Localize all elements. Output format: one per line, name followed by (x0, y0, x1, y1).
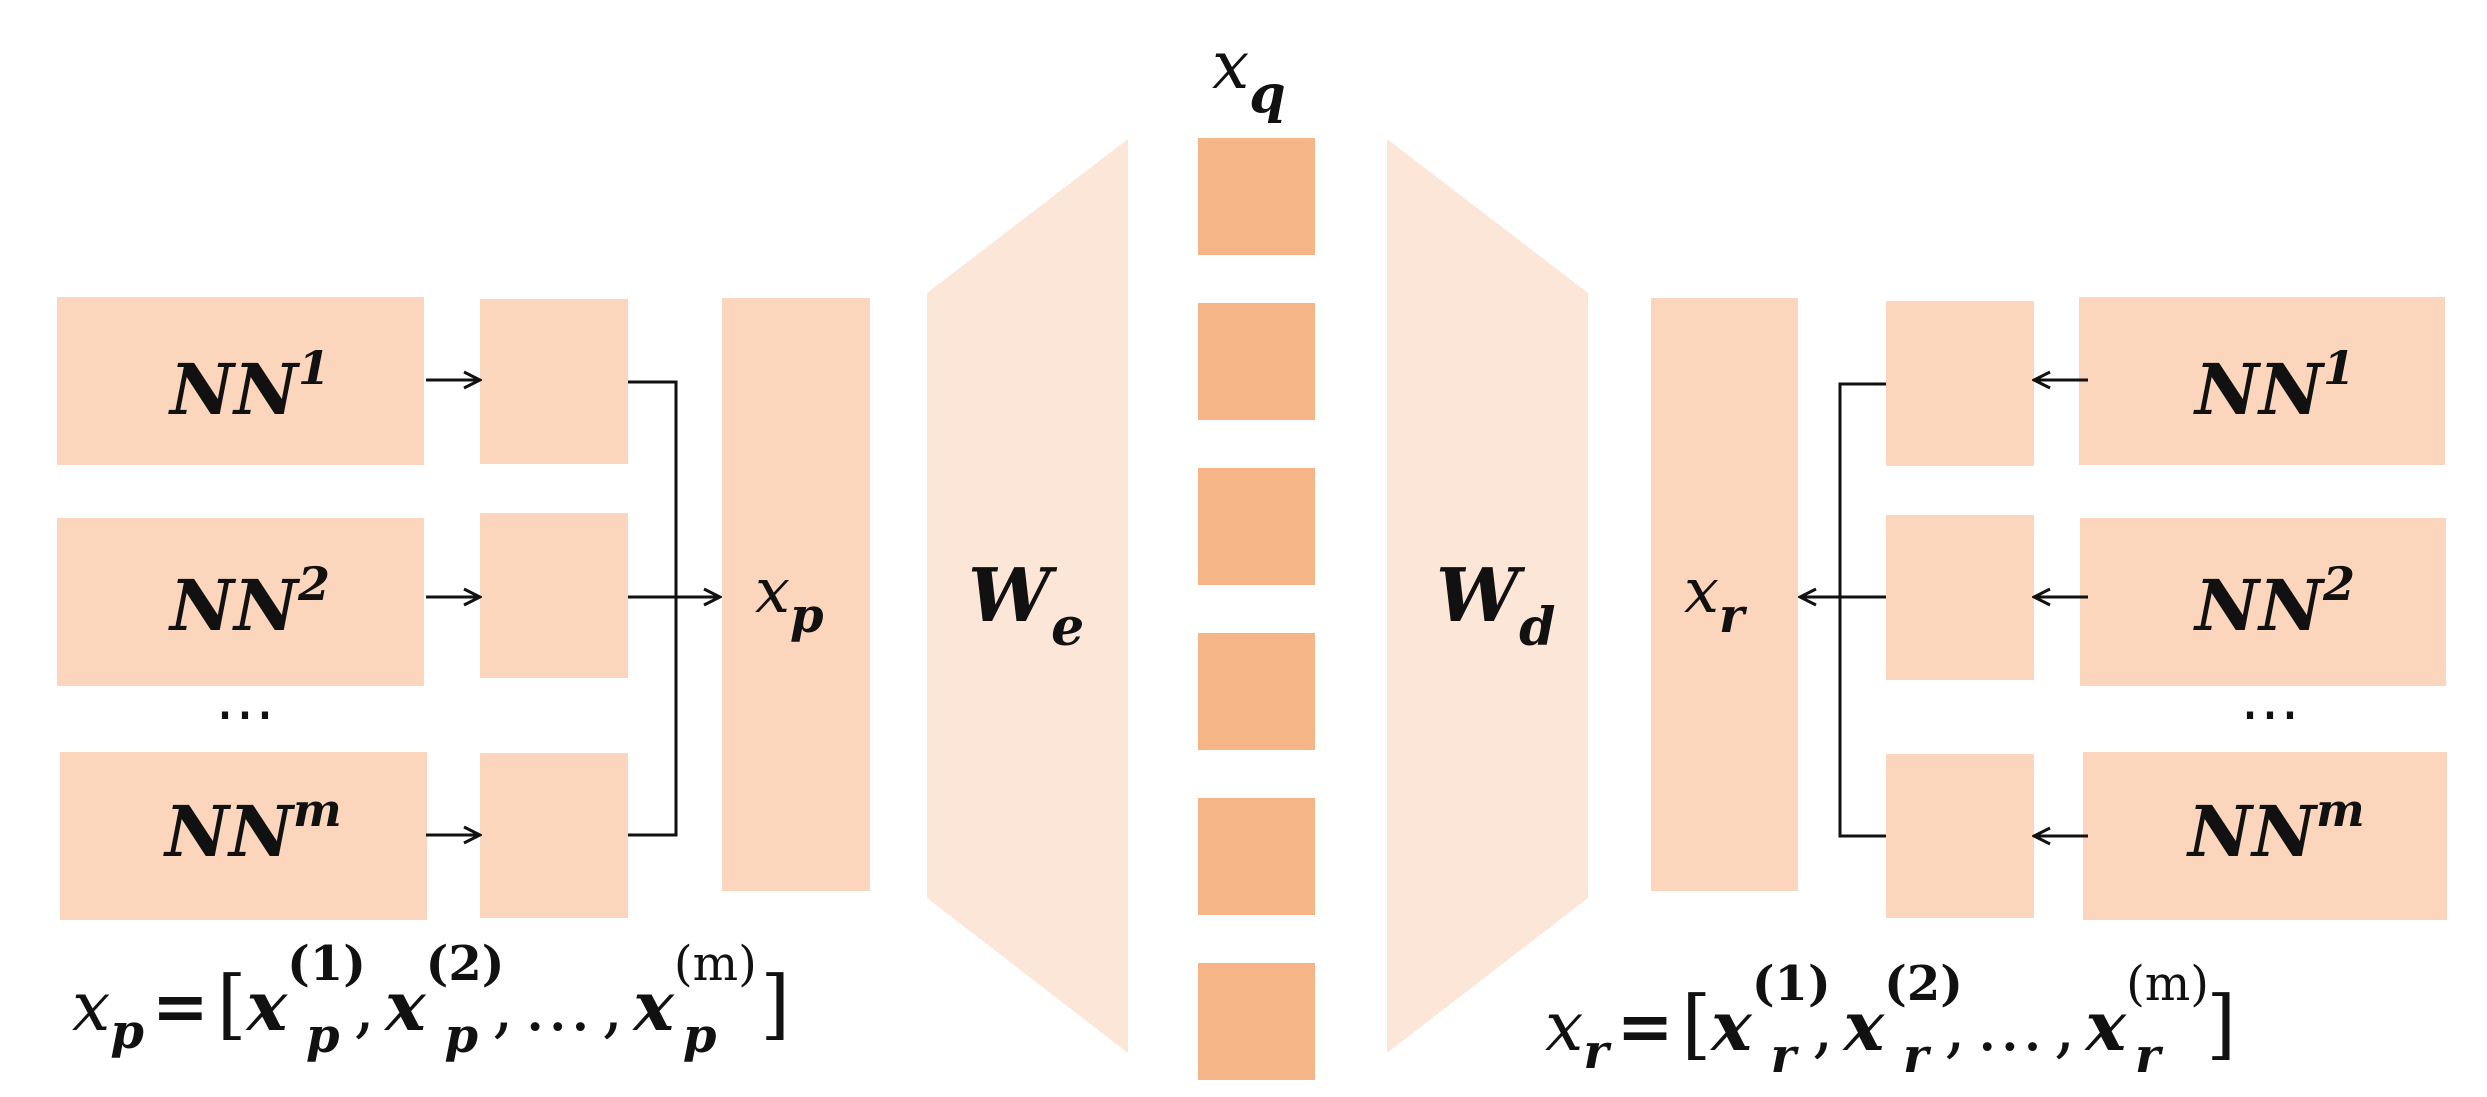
decoder-nn-1-box (2079, 297, 2445, 465)
decoder-side: Wd xr NN1 NN2 NNm ⋯ (1387, 139, 2447, 1084)
encoder-side: NN1 NN2 NNm ⋯ xp We xp=[x(1)p (57, 139, 1128, 1064)
decoder-input-m-box (1886, 754, 2034, 918)
decoder-nn-2-label: NN2 (2193, 557, 2355, 647)
latent-code-block-1 (1198, 138, 1315, 255)
latent-code-block-5 (1198, 798, 1315, 915)
encoder-output-m-box (480, 753, 628, 918)
latent-code-block-6 (1198, 963, 1315, 1080)
decoder-input-1-box (1886, 301, 2034, 466)
encoder-ellipsis: ⋯ (215, 679, 275, 749)
decoder-nn-1-label: NN1 (2193, 341, 2355, 431)
decoder-ellipsis: ⋯ (2240, 679, 2300, 749)
decoder-wd-label: Wd (1436, 553, 1555, 658)
concat-xp-label: xp (755, 554, 824, 644)
encoder-formula: xp=[x(1)p,x(2)p,…,x(m)p] (72, 936, 790, 1064)
decoder-formula: xr=[x(1)r,x(2)r,…,x(m)r] (1545, 956, 2236, 1084)
latent-xq-label: xq (1212, 27, 1286, 125)
decoder-nn-m-label: NNm (2186, 783, 2365, 873)
encoder-output-1-box (480, 299, 628, 464)
encoder-we-label: We (968, 553, 1084, 658)
encoder-nn-2-box (57, 518, 424, 686)
concat-xr-block (1651, 298, 1798, 891)
latent-code-blocks (1198, 138, 1315, 1080)
latent-code-block-2 (1198, 303, 1315, 420)
latent-code-block-3 (1198, 468, 1315, 585)
decoder-split-bracket (1838, 382, 1886, 838)
encoder-nn-1-label: NN1 (168, 341, 330, 431)
decoder-nn-2-box (2080, 518, 2446, 686)
latent-code: xq (1198, 27, 1315, 1080)
encoder-we-trapezoid (927, 139, 1128, 1053)
encoder-merge-bracket (628, 380, 678, 837)
decoder-wd-trapezoid (1387, 139, 1588, 1053)
encoder-output-2-box (480, 513, 628, 678)
concat-xr-label: xr (1684, 554, 1748, 644)
latent-code-block-4 (1198, 633, 1315, 750)
encoder-nn-m-box (60, 752, 427, 920)
encoder-nn-m-label: NNm (163, 783, 342, 873)
decoder-input-2-box (1886, 515, 2034, 680)
encoder-nn-1-box (57, 297, 424, 465)
decoder-nn-m-box (2083, 752, 2447, 920)
encoder-nn-2-label: NN2 (168, 557, 330, 647)
concat-xp-block (722, 298, 870, 891)
